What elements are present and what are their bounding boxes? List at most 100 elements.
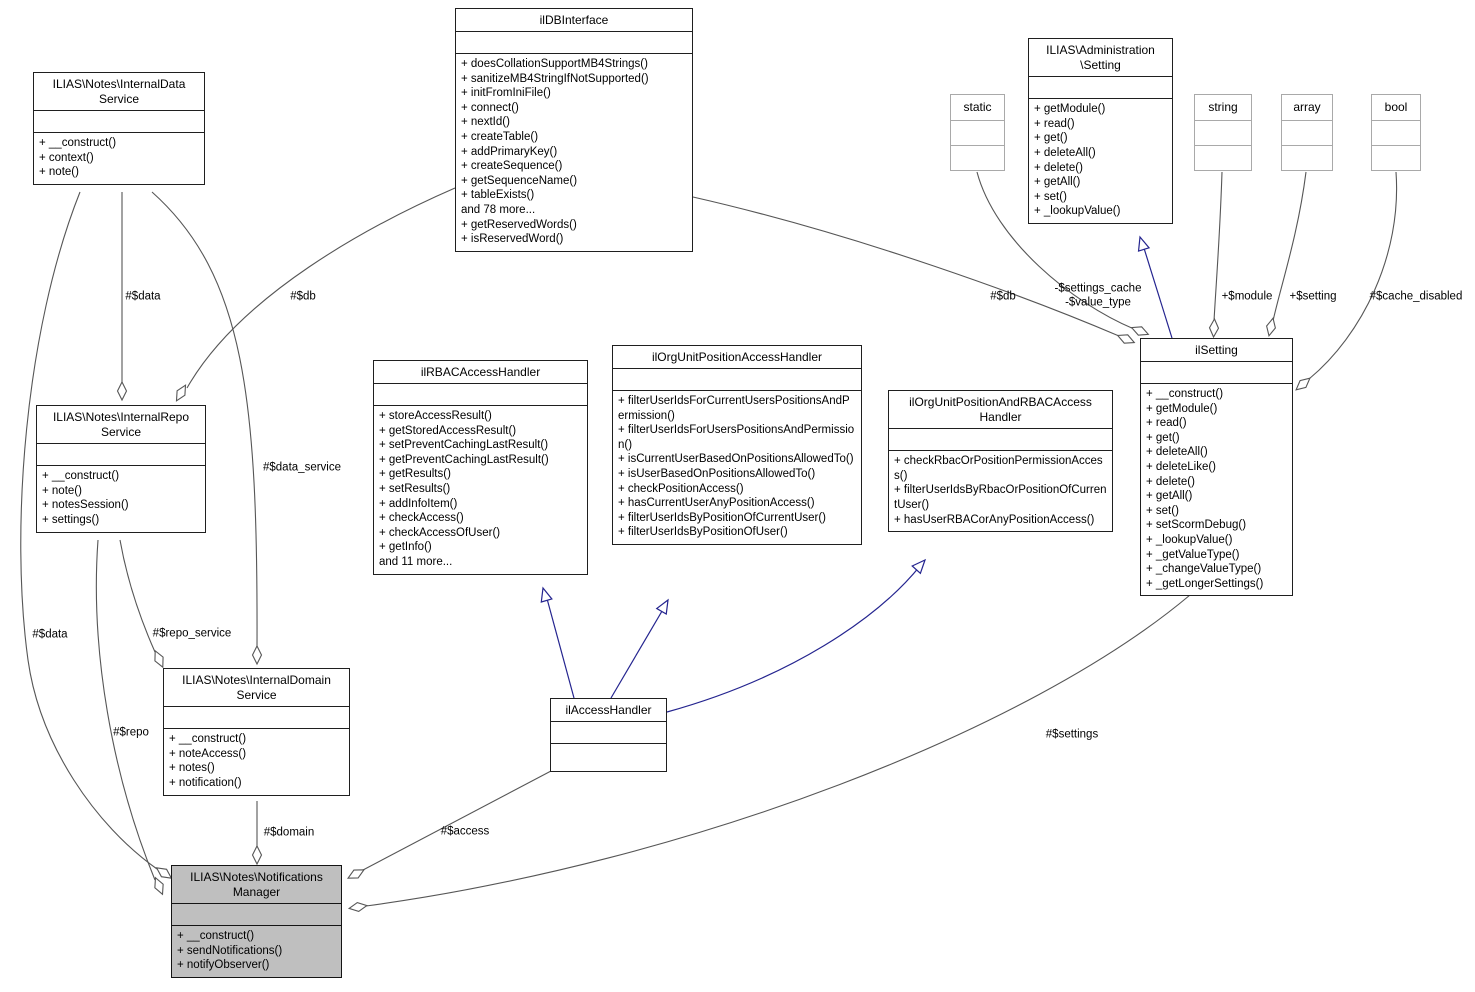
method-entry: + getModule() [1146, 402, 1218, 415]
inheritance-arrow-icons [540, 235, 1151, 615]
aggregation-diamond-icon [347, 901, 369, 913]
class-node-internalreposervice[interactable]: ILIAS\Notes\InternalRepo Service + __con… [36, 405, 206, 533]
class-node-ilorgunitpositionaccesshandler[interactable]: ilOrgUnitPositionAccessHandler + filterU… [612, 345, 862, 546]
method-entry: + notification() [169, 777, 242, 789]
class-title: ilDBInterface [456, 9, 692, 33]
edge-label-cache-disabled: #$cache_disabled [1369, 290, 1463, 303]
class-node-internaldomainservice[interactable]: ILIAS\Notes\InternalDomain Service + __c… [163, 668, 350, 796]
method-entry: + initFromIniFile() [461, 87, 551, 100]
edge-line-static-setting [976, 171, 1135, 330]
attributes-section [164, 707, 349, 730]
method-entry: + _lookupValue() [1146, 534, 1233, 547]
method-entry: + getSequenceName() [461, 174, 578, 187]
method-entry: + createTable() [461, 131, 539, 144]
aggregation-diamond-icon [154, 649, 164, 669]
method-entry: + isUserBasedOnPositionsAllowedTo() [618, 468, 816, 481]
class-node-ilrbacaccesshandler[interactable]: ilRBACAccessHandler + storeAccessResult(… [373, 360, 588, 575]
method-entry: + sanitizeMB4StringIfNotSupported() [461, 72, 649, 85]
edge-line-ilsetting-inherits [1142, 244, 1173, 339]
methods-section: + checkRbacOrPositionPermissionAccess()+… [889, 451, 1112, 531]
attributes-section [172, 904, 341, 927]
method-entry: + read() [1034, 117, 1075, 130]
method-entry: and 78 more... [461, 204, 536, 217]
methods-section: + __construct()+ noteAccess()+ notes()+ … [164, 729, 349, 794]
aggregation-diamond-icon [1295, 377, 1311, 391]
class-node-administration-setting[interactable]: ILIAS\Administration \Setting + getModul… [1028, 38, 1173, 224]
aggregation-diamond-icon [175, 384, 187, 402]
methods-section: + __construct()+ context()+ note() [34, 133, 204, 184]
method-entry: + note() [42, 484, 82, 497]
method-entry: + _getValueType() [1146, 548, 1240, 561]
method-entry: + hasCurrentUserAnyPositionAccess() [618, 497, 815, 510]
attributes-section [1029, 77, 1172, 100]
attributes-section [951, 121, 1004, 147]
type-title: static [951, 95, 1004, 122]
method-entry: + setScormDebug() [1146, 519, 1247, 532]
method-entry: + filterUserIdsForCurrentUsersPositionsA… [618, 395, 850, 422]
attributes-section [456, 32, 692, 55]
method-entry: + notesSession() [42, 499, 129, 512]
class-node-ilsetting[interactable]: ilSetting + __construct()+ getModule()+ … [1140, 338, 1293, 597]
methods-section: + __construct()+ getModule()+ read()+ ge… [1141, 384, 1292, 595]
inheritance-arrow-icon [655, 598, 669, 615]
methods-section: + doesCollationSupportMB4Strings()+ sani… [456, 54, 692, 251]
edge-label-repo-service: #$repo_service [152, 627, 232, 640]
edge-line-bool-setting [1308, 171, 1398, 380]
method-entry: + __construct() [169, 733, 247, 746]
edge-line-array-setting [1272, 171, 1307, 322]
method-entry: + get() [1034, 132, 1068, 145]
type-title: bool [1372, 95, 1420, 122]
class-title: ILIAS\Administration \Setting [1029, 39, 1172, 78]
methods-section [951, 146, 1004, 170]
class-title: ILIAS\Notes\InternalRepo Service [37, 406, 205, 445]
edge-line-repo-domain [119, 539, 156, 653]
method-entry: + note() [39, 166, 79, 179]
class-node-internaldataservice[interactable]: ILIAS\Notes\InternalData Service + __con… [33, 72, 205, 185]
edge-label-access: #$access [440, 825, 490, 838]
methods-section: + filterUserIdsForCurrentUsersPositionsA… [613, 391, 861, 544]
aggregation-diamond-icons [116, 317, 1311, 913]
inheritance-arrow-icon [1137, 235, 1151, 252]
class-node-notificationsmanager-current: ILIAS\Notes\Notifications Manager + __co… [171, 865, 342, 978]
methods-section: + __construct()+ sendNotifications()+ no… [172, 926, 341, 977]
edge-label-setting: +$setting [1289, 290, 1337, 303]
class-node-ildbinterface[interactable]: ilDBInterface + doesCollationSupportMB4S… [455, 8, 693, 252]
method-entry: + filterUserIdsByRbacOrPositionOfCurrent… [894, 484, 1107, 511]
method-entry: + addPrimaryKey() [461, 145, 558, 158]
attributes-section [551, 722, 666, 745]
method-entry: + doesCollationSupportMB4Strings() [461, 58, 648, 71]
method-entry: + deleteLike() [1146, 461, 1216, 474]
class-node-ilaccesshandler[interactable]: ilAccessHandler [550, 698, 667, 773]
method-entry: + storeAccessResult() [379, 410, 492, 423]
class-title: ILIAS\Notes\InternalData Service [34, 73, 204, 112]
method-entry: + deleteAll() [1034, 147, 1096, 159]
aggregation-diamond-icon [1116, 334, 1136, 344]
attributes-section [1372, 121, 1420, 147]
method-entry: + __construct() [177, 930, 255, 943]
method-entry: + getAll() [1034, 176, 1081, 189]
class-title: ilRBACAccessHandler [374, 361, 587, 385]
method-entry: + __construct() [42, 470, 120, 483]
aggregation-diamond-icon [1266, 317, 1276, 337]
edge-label-db-repo: #$db [290, 290, 316, 303]
type-node-bool: bool [1371, 94, 1421, 172]
edge-label-module: +$module [1221, 290, 1273, 303]
method-entry: + settings() [42, 514, 100, 526]
method-entry: + get() [1146, 431, 1180, 444]
edge-label-db-setting: #$db [990, 290, 1016, 303]
method-entry: + filterUserIdsByPositionOfCurrentUser() [618, 511, 827, 524]
method-entry: + sendNotifications() [177, 944, 283, 957]
attributes-section [1141, 362, 1292, 385]
class-node-ilorgunitpositionandrbacaccesshandler[interactable]: ilOrgUnitPositionAndRBACAccess Handler +… [888, 390, 1113, 533]
method-entry: + getModule() [1034, 103, 1106, 116]
method-entry: + isReservedWord() [461, 233, 564, 246]
attributes-section [34, 111, 204, 134]
methods-section: + storeAccessResult()+ getStoredAccessRe… [374, 406, 587, 574]
class-title: ILIAS\Notes\InternalDomain Service [164, 669, 349, 708]
edge-line-data-manager [20, 191, 158, 870]
method-entry: + createSequence() [461, 160, 563, 173]
aggregation-diamond-icon [116, 380, 128, 402]
edge-label-data-service: #$data_service [263, 461, 341, 474]
